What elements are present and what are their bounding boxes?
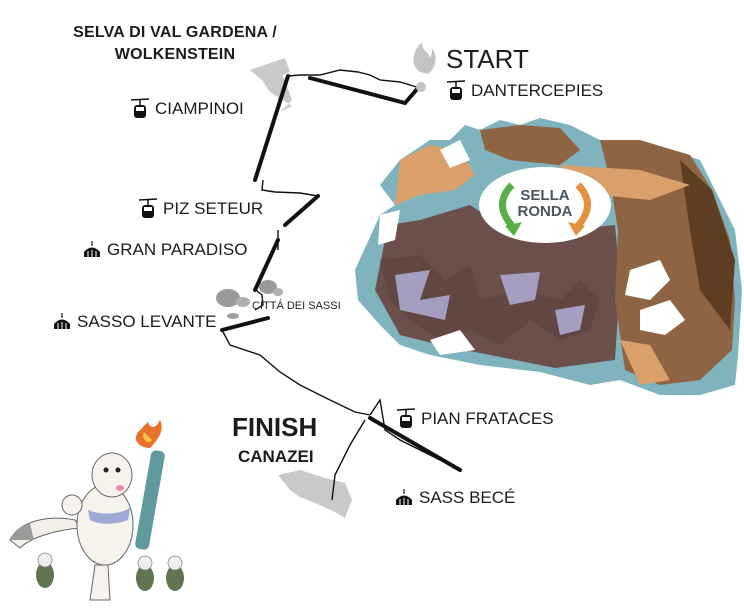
finish-town: CANAZEI (238, 447, 314, 466)
chairlift-icon (396, 489, 412, 505)
logo-line1: SELLA (520, 187, 569, 204)
gondola-icon (396, 408, 416, 428)
station-name: GRAN PARADISO (107, 240, 248, 259)
station-sasso-levante[interactable]: SASSO LEVANTE (52, 312, 217, 332)
sella-ronda-logo: SELLA RONDA (479, 167, 611, 243)
start-town-line1: SELVA DI VAL GARDENA / (73, 24, 277, 41)
start-label: START (446, 44, 529, 74)
station-ciampinoi[interactable]: CIAMPINOI (130, 98, 244, 120)
station-gran-paradiso[interactable]: GRAN PARADISO (82, 240, 247, 260)
chairlift-icon (54, 313, 70, 329)
ermine-torch-mascot (9, 420, 184, 601)
start-town-line2: WOLKENSTEIN (114, 46, 236, 63)
landmark-citta-dei-sassi: CITTÁ DEI SASSI (252, 300, 341, 312)
station-name: SASSO LEVANTE (77, 312, 217, 331)
station-name: CIAMPINOI (155, 99, 244, 118)
gondola-icon (130, 98, 150, 118)
station-name: DANTERCEPIES (471, 81, 604, 100)
start-point (416, 82, 426, 92)
finish-label: FINISH (232, 412, 318, 442)
lift-lines (220, 74, 462, 472)
logo-line2: RONDA (518, 203, 573, 220)
gondola-icon (138, 198, 158, 218)
station-piz-seteur[interactable]: PIZ SETEUR (138, 198, 263, 220)
station-name: PIAN FRATACES (421, 409, 554, 428)
flame-icon (413, 42, 436, 74)
start-town: SELVA DI VAL GARDENA / WOLKENSTEIN (40, 22, 310, 66)
station-dantercepies[interactable]: DANTERCEPIES (446, 80, 603, 102)
station-pian-frataces[interactable]: PIAN FRATACES (396, 408, 554, 430)
sella-massif (355, 118, 742, 395)
canazei-town-area (278, 470, 352, 518)
rocks-icon (216, 280, 283, 319)
chairlift-icon (84, 241, 100, 257)
station-name: PIZ SETEUR (163, 199, 264, 218)
gondola-icon (446, 80, 466, 100)
station-name: SASS BECÉ (419, 488, 516, 507)
station-sass-bece[interactable]: SASS BECÉ (394, 488, 515, 508)
